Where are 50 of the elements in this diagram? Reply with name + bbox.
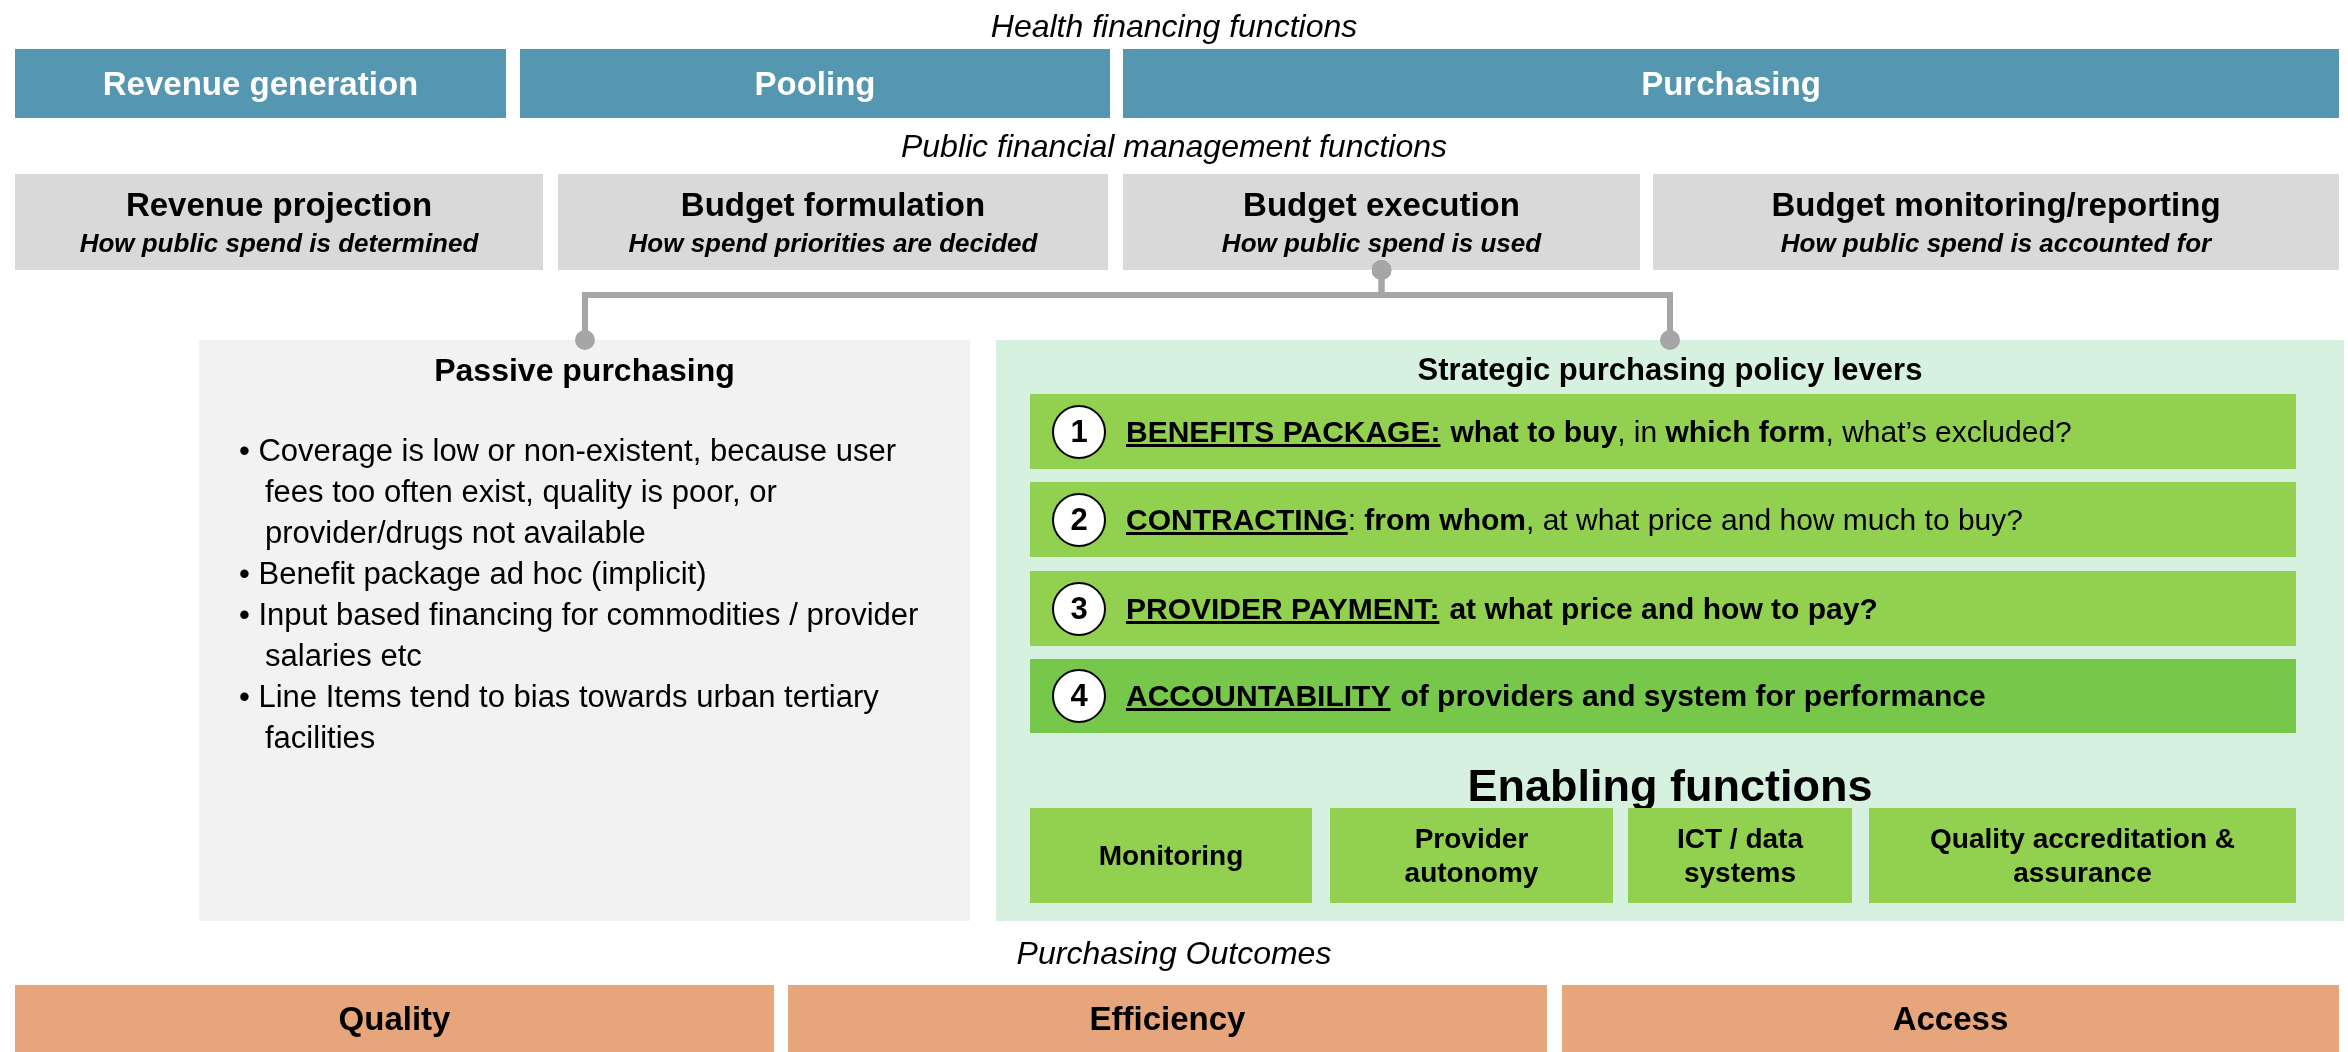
function-box [1123, 174, 1640, 270]
section-caption: Purchasing Outcomes [1016, 935, 1332, 972]
section-caption: Health financing functions [990, 8, 1358, 45]
number-circle: 4 [1052, 669, 1106, 723]
box-heading: Budget execution [1243, 185, 1520, 224]
box-subtitle: How public spend is used [1221, 227, 1542, 259]
lever-heading: BENEFITS PACKAGE: [1126, 414, 1441, 449]
number-circle: 1 [1052, 405, 1106, 459]
function-box: Provider autonomy [1330, 808, 1613, 903]
lever-description: of providers and system for performance [1400, 679, 1986, 713]
connector-line [1371, 260, 1680, 350]
panel-heading: Strategic purchasing policy levers [1416, 352, 1924, 388]
lever-description: what to buy, in which form, what’s excluded? [1450, 414, 2072, 449]
bullet-item: • Coverage is low or non-existent, because user fees too often exist, quality is poor, or provider/drugs not available [239, 432, 898, 552]
function-bar: Revenue generation [15, 49, 506, 118]
bullet-item: • Line Items tend to bias towards urban tertiary facilities [239, 678, 880, 757]
outcome-bar: Access [1562, 985, 2339, 1052]
lever-bar [1030, 659, 2296, 733]
lever-description: at what price and how to pay? [1449, 591, 1878, 626]
lever-heading: CONTRACTING [1126, 502, 1348, 537]
function-bar: Purchasing [1123, 49, 2339, 118]
panel [996, 340, 2344, 921]
section-caption: Public financial management functions [900, 128, 1448, 165]
lever-heading: ACCOUNTABILITY [1126, 679, 1391, 713]
lever-description: : from whom, at what price and how much to buy? [1347, 502, 2023, 537]
box-heading: Budget monitoring/reporting [1771, 185, 2221, 224]
function-box: Quality accreditation & assurance [1869, 808, 2296, 903]
box-subtitle: How spend priorities are decided [628, 227, 1038, 259]
panel [199, 340, 970, 921]
function-box [15, 174, 543, 270]
number-circle: 2 [1052, 493, 1106, 547]
function-box: Monitoring [1030, 808, 1312, 903]
function-bar: Pooling [520, 49, 1110, 118]
panel-heading: Passive purchasing [433, 352, 736, 389]
function-box: ICT / data systems [1628, 808, 1852, 903]
box-heading: Budget formulation [680, 185, 986, 224]
box-heading: Revenue projection [125, 185, 433, 224]
lever-bar [1030, 482, 2296, 557]
box-subtitle: How public spend is determined [79, 227, 479, 259]
outcome-bar: Quality [15, 985, 774, 1052]
number-circle: 3 [1052, 582, 1106, 636]
function-box [558, 174, 1108, 270]
lever-bar [1030, 394, 2296, 469]
lever-bar [1030, 571, 2296, 646]
lever-heading: PROVIDER PAYMENT: [1126, 591, 1440, 626]
outcome-bar: Efficiency [788, 985, 1547, 1052]
function-box [1653, 174, 2339, 270]
bullet-item: • Input based financing for commodities / provider salaries etc [239, 596, 920, 675]
box-subtitle: How public spend is accounted for [1780, 227, 2212, 259]
bullet-item: • Benefit package ad hoc (implicit) [239, 555, 708, 593]
